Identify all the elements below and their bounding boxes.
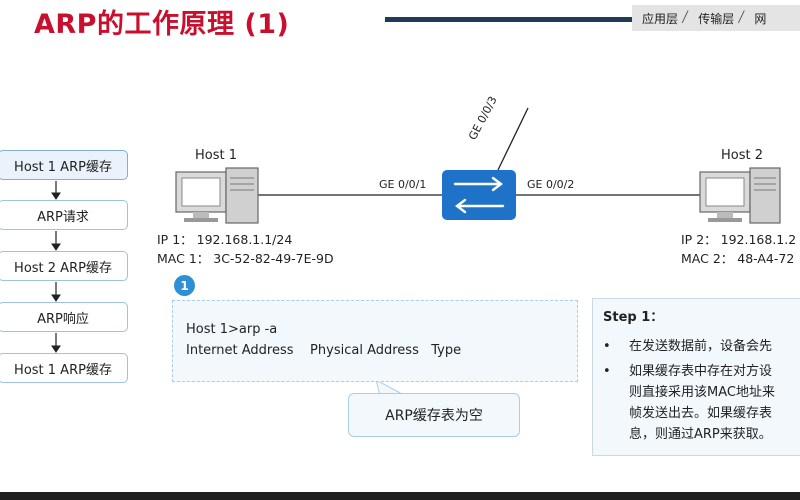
breadcrumb-item-transport[interactable]: 传输层 [698,11,735,26]
link-switch-uplink [497,107,529,171]
step-bullet-2: • 如果缓存表中存在对方设 则直接采用该MAC地址来 帧发送出去。如果缓存表 息… [603,361,800,445]
flow-step-host1-cache-final: Host 1 ARP缓存 [0,353,128,383]
port-label-ge001: GE 0/0/1 [379,178,427,191]
flow-step-host1-cache: Host 1 ARP缓存 [0,150,128,180]
computer-icon [699,167,781,224]
step-description-panel: Step 1： • 在发送数据前，设备会先 • 如果缓存表中存在对方设 则直接采… [592,298,800,456]
flow-step-arp-request: ARP请求 [0,200,128,230]
title-divider [385,17,635,22]
bullet-icon: • [603,339,611,354]
switch-icon [442,170,516,220]
host1-ip: IP 1： 192.168.1.1/24 [157,232,293,247]
flow-step-arp-reply: ARP响应 [0,302,128,332]
arp-table-output: Host 1>arp -a Internet Address Physical … [172,300,578,382]
host2-info: IP 2： 192.168.1.2 MAC 2： 48-A4-72 [681,230,796,268]
arrow-down-icon [51,231,61,251]
computer-icon [175,167,259,224]
flow-step-host2-cache: Host 2 ARP缓存 [0,251,128,281]
bottom-border [0,492,800,500]
page-title: ARP的工作原理 (1) [34,9,290,40]
breadcrumb-separator-icon: ⁄ [740,8,743,28]
arrow-down-icon [51,282,61,302]
step-bullet-1-text: 在发送数据前，设备会先 [629,339,773,354]
host2-label: Host 2 [721,148,764,163]
step-bullet-2-line-3: 帧发送出去。如果缓存表 [629,406,773,421]
step-bullet-2-line-1: 如果缓存表中存在对方设 [629,364,773,379]
arp-cache-empty-callout: ARP缓存表为空 [348,393,520,437]
breadcrumb-separator-icon: ⁄ [684,8,687,28]
bullet-icon: • [603,364,611,379]
breadcrumb-item-network[interactable]: 网 [754,11,767,26]
host1-mac: MAC 1： 3C-52-82-49-7E-9D [157,251,334,266]
step-title: Step 1： [603,310,664,325]
breadcrumb: 应用层 ⁄ 传输层 ⁄ 网 [632,5,800,31]
breadcrumb-item-application[interactable]: 应用层 [642,11,679,26]
step-bullet-1: • 在发送数据前，设备会先 [603,336,800,357]
step-bullet-2-line-4: 息，则通过ARP来获取。 [629,427,772,442]
arp-table-header: Internet Address Physical Address Type [186,343,462,358]
port-label-ge002: GE 0/0/2 [527,178,575,191]
host1-label: Host 1 [195,148,238,163]
host2-ip: IP 2： 192.168.1.2 [681,232,797,247]
step-number-badge: 1 [174,275,195,296]
arrow-down-icon [51,181,61,200]
command-line: Host 1>arp -a [186,322,278,337]
host1-info: IP 1： 192.168.1.1/24 MAC 1： 3C-52-82-49-… [157,230,334,268]
step-bullet-2-line-2: 则直接采用该MAC地址来 [629,385,775,400]
arrow-down-icon [51,333,61,353]
host2-mac: MAC 2： 48-A4-72 [681,251,795,266]
